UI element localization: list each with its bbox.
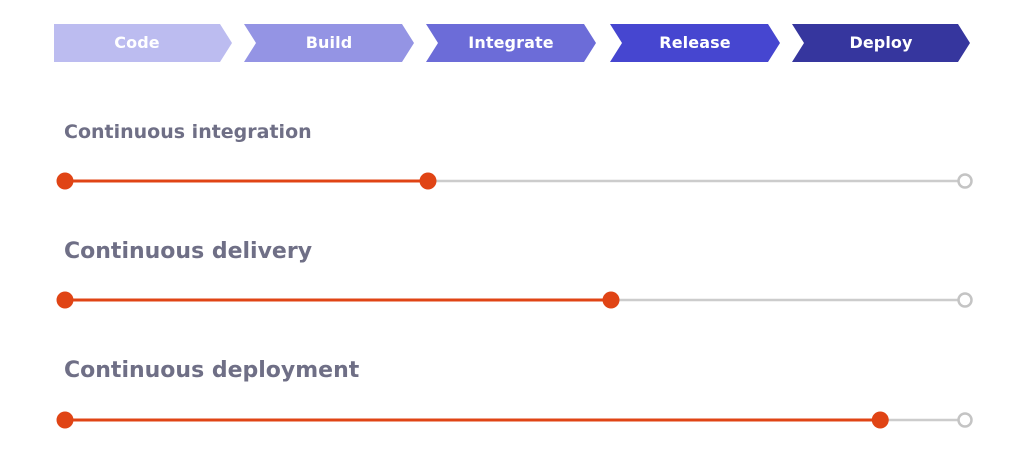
track-svg: [56, 411, 973, 429]
track-title-continuous-integration: Continuous integration: [64, 121, 312, 143]
stage-code-label: Code: [114, 33, 160, 52]
stage-shape: [54, 24, 232, 62]
track-end-marker: [957, 292, 973, 308]
track-end-marker: [957, 173, 973, 189]
pipeline-stages: Code Build Integrate Release Deploy: [0, 0, 1024, 90]
track-end-marker: [957, 412, 973, 428]
track-title-continuous-delivery: Continuous delivery: [64, 239, 313, 264]
stage-integrate-chevron: [426, 24, 596, 62]
stage-shape: [792, 24, 970, 62]
stage-build-label: Build: [305, 33, 353, 52]
track-svg: [56, 291, 973, 309]
stage-build: Build: [244, 24, 414, 62]
stage-deploy-label: Deploy: [849, 33, 913, 52]
track-continuous-deployment: [0, 408, 1024, 432]
stage-shape: [426, 24, 596, 62]
stage-code: Code: [54, 24, 232, 62]
track-continuous-delivery: [0, 288, 1024, 312]
track-start-dot: [56, 291, 74, 309]
stage-integrate: Integrate: [426, 24, 596, 62]
track-progress-dot: [419, 172, 437, 190]
track-title-continuous-deployment: Continuous deployment: [64, 358, 360, 383]
track-progress-dot: [602, 291, 620, 309]
stage-deploy: Deploy: [792, 24, 970, 62]
stage-shape: [610, 24, 780, 62]
track-svg: [56, 172, 973, 190]
track-continuous-integration: [0, 169, 1024, 193]
track-start-dot: [56, 411, 74, 429]
stage-deploy-chevron: [792, 24, 970, 62]
track-progress-dot: [871, 411, 889, 429]
stage-integrate-label: Integrate: [468, 33, 554, 52]
stage-code-chevron: [54, 24, 232, 62]
track-start-dot: [56, 172, 74, 190]
stage-release: Release: [610, 24, 780, 62]
stage-shape: [244, 24, 414, 62]
stage-release-chevron: [610, 24, 780, 62]
stage-build-chevron: [244, 24, 414, 62]
stage-release-label: Release: [659, 33, 731, 52]
